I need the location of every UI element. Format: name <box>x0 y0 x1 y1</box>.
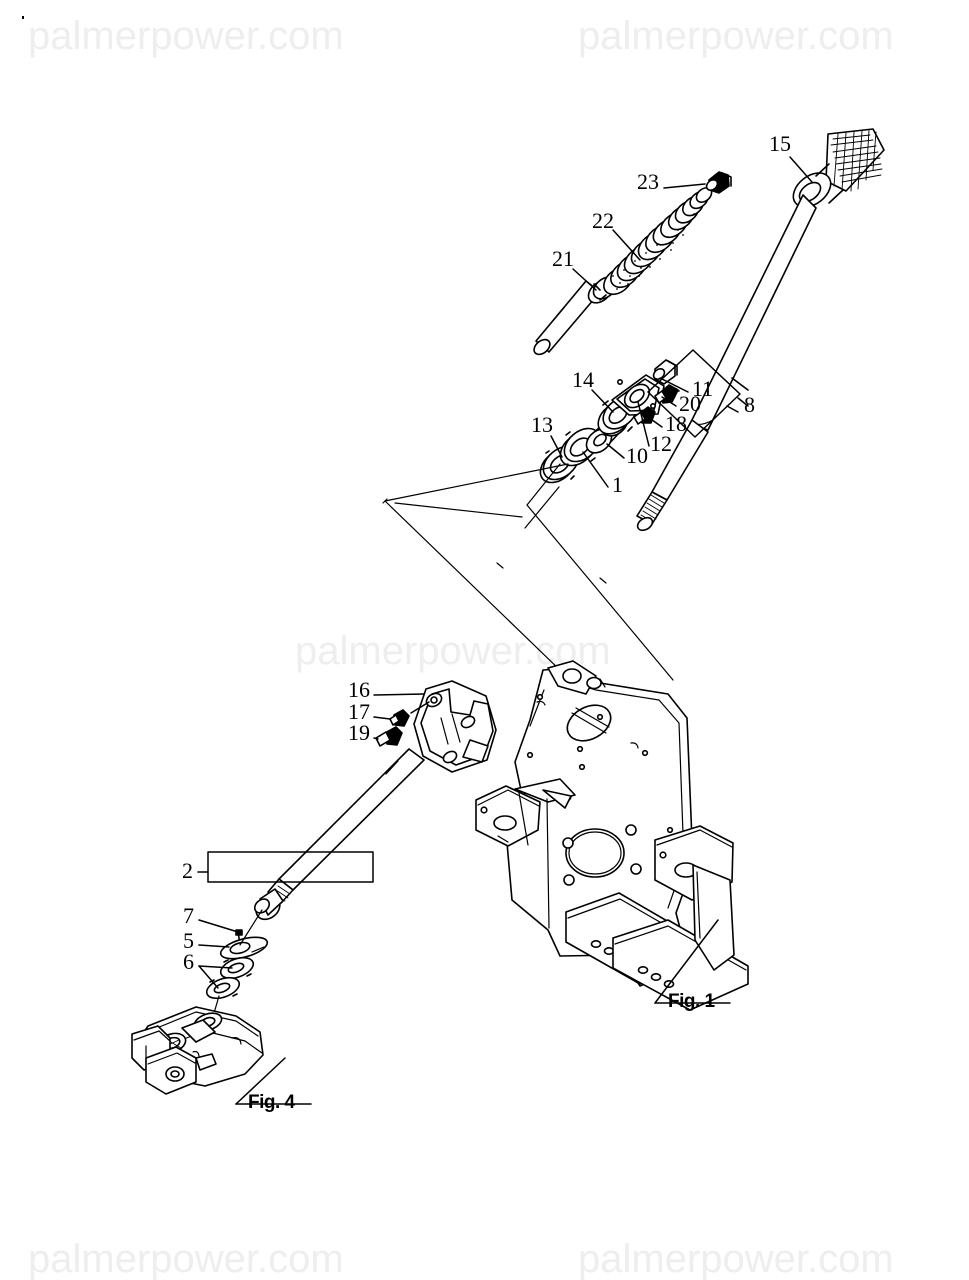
part-15-grip <box>792 128 885 208</box>
callout-18: 18 <box>665 411 687 436</box>
callout-6: 6 <box>183 949 194 974</box>
callout-11: 11 <box>692 376 713 401</box>
fig4-valve-block <box>131 1006 264 1095</box>
part-22-spring <box>603 187 713 296</box>
callout-1: 1 <box>612 472 623 497</box>
callout-23: 23 <box>637 169 659 194</box>
callout-number-layer: 23 22 21 15 14 11 20 18 12 8 13 10 1 16 … <box>182 131 791 974</box>
callout-15: 15 <box>769 131 791 156</box>
part-8-rod-lower <box>636 419 709 532</box>
part-5-yoke <box>219 936 269 960</box>
callout-8: 8 <box>744 392 755 417</box>
part-19-bolt <box>375 726 403 747</box>
figure-reference-fig4: Fig. 4 <box>235 1057 312 1113</box>
callout-7: 7 <box>183 903 194 928</box>
callout-17: 17 <box>348 699 370 724</box>
part-23-nut <box>705 171 732 194</box>
part-17-bolt <box>389 709 410 727</box>
watermark-layer: palmerpower.com palmerpower.com palmerpo… <box>28 14 894 1280</box>
callout-12: 12 <box>650 431 672 456</box>
watermark-text: palmerpower.com <box>578 14 894 58</box>
callout-leaders-clamp <box>373 693 430 740</box>
fig4-label: Fig. 4 <box>248 1092 296 1113</box>
seal-bushing-group <box>539 359 680 484</box>
callout-leaders-upper <box>550 156 813 488</box>
part-11-bolt <box>652 359 678 385</box>
watermark-text: palmerpower.com <box>28 1237 344 1280</box>
clamp-16-group <box>375 680 497 773</box>
lower-bracket-assembly <box>475 660 749 1011</box>
callout-22: 22 <box>592 208 614 233</box>
callout-14: 14 <box>572 367 594 392</box>
part-6-washer-upper <box>219 956 255 980</box>
callout-20: 20 <box>679 391 701 416</box>
fig1-label: Fig. 1 <box>668 991 716 1012</box>
callout-19: 19 <box>348 720 370 745</box>
figure-reference-fig1: Fig. 1 <box>654 919 731 1012</box>
watermark-text: palmerpower.com <box>28 14 344 58</box>
callout-leaders-washers <box>198 919 239 989</box>
bracket-2-indicator <box>197 851 374 883</box>
callout-5: 5 <box>183 928 194 953</box>
zigzag-leader-lines <box>382 463 674 732</box>
part-6-washer-lower <box>205 976 241 1000</box>
upper-handle-assembly <box>533 128 885 532</box>
callout-21: 21 <box>552 246 574 271</box>
callout-13: 13 <box>531 412 553 437</box>
callout-10: 10 <box>626 443 648 468</box>
callout-16: 16 <box>348 677 370 702</box>
part-2-rod-assembly <box>253 748 425 921</box>
bracket-8-indicator <box>647 349 741 438</box>
callout-2: 2 <box>182 858 193 883</box>
speck-mark <box>22 16 24 19</box>
watermark-text: palmerpower.com <box>578 1237 894 1280</box>
yoke-washer-group <box>205 909 269 1021</box>
